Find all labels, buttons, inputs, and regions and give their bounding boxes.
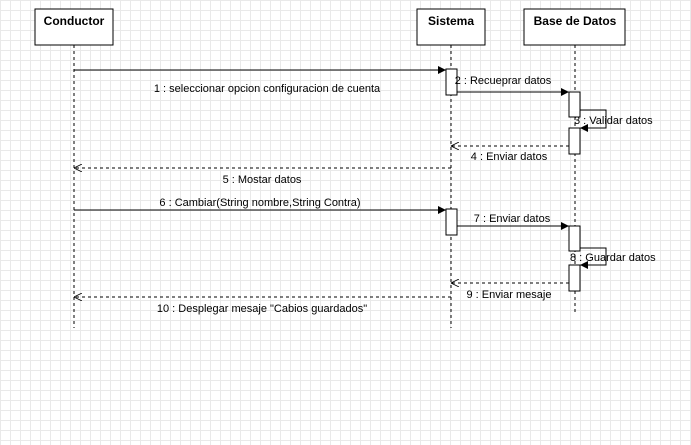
participant-base-de-datos-label: Base de Datos <box>534 14 617 28</box>
message-8-label: 8 : Guardar datos <box>570 252 656 264</box>
participant-sistema[interactable]: Sistema <box>416 8 486 46</box>
activation-sistema-2 <box>445 208 458 236</box>
message-5-label: 5 : Mostar datos <box>223 174 302 186</box>
message-9-label: 9 : Enviar mesaje <box>467 289 552 301</box>
activation-sistema-1 <box>445 68 458 96</box>
activation-base-de-datos-3 <box>568 225 581 252</box>
message-3-label: 3 : Validar datos <box>574 115 653 127</box>
participant-base-de-datos[interactable]: Base de Datos <box>523 8 626 46</box>
message-1-label: 1 : seleccionar opcion configuracion de … <box>154 83 381 95</box>
activation-base-de-datos-1 <box>568 91 581 118</box>
message-8-arrow <box>580 247 607 269</box>
message-3-arrow <box>580 109 607 132</box>
participant-sistema-label: Sistema <box>428 14 474 28</box>
participant-conductor[interactable]: Conductor <box>34 8 114 46</box>
message-4-label: 4 : Enviar datos <box>471 151 548 163</box>
participant-conductor-label: Conductor <box>44 14 105 28</box>
activation-base-de-datos-4 <box>568 264 581 292</box>
message-6-label: 6 : Cambiar(String nombre,String Contra) <box>159 197 360 209</box>
message-2-label: 2 : Recueprar datos <box>455 75 552 87</box>
activation-base-de-datos-2 <box>568 127 581 155</box>
message-7-label: 7 : Enviar datos <box>474 213 551 225</box>
message-10-label: 10 : Desplegar mesaje "Cabios guardados" <box>157 303 367 315</box>
